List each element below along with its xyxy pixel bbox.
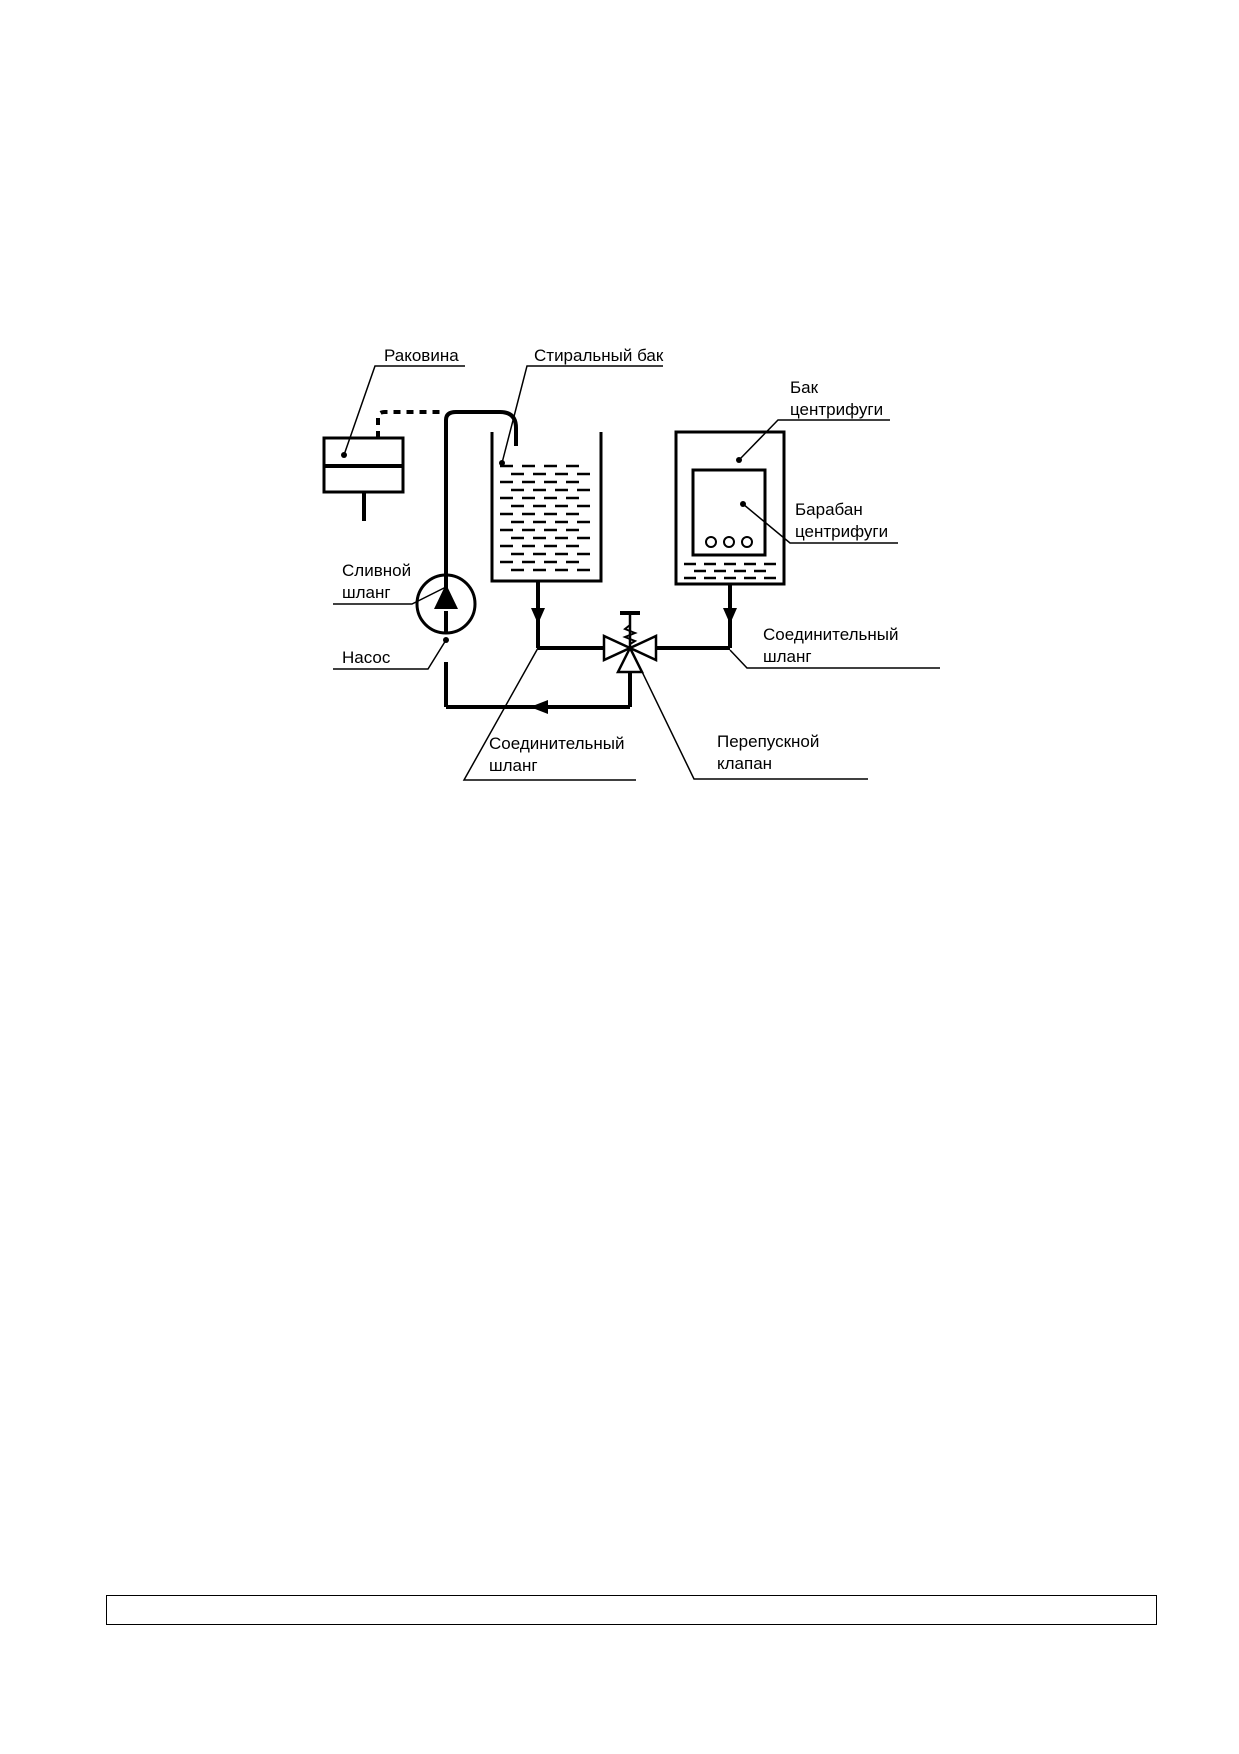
label-bypass-valve-1: Перепускной bbox=[717, 732, 819, 751]
label-spin-tank-1: Бак bbox=[790, 378, 819, 397]
label-sink: Раковина bbox=[384, 346, 459, 365]
label-bypass-valve-2: клапан bbox=[717, 754, 772, 773]
drain-hose bbox=[444, 410, 518, 707]
sink-connection-dashed bbox=[376, 410, 440, 438]
wash-tank bbox=[490, 432, 603, 583]
label-drain-hose-2: шланг bbox=[342, 583, 391, 602]
pump bbox=[415, 573, 477, 643]
label-connect-hose-right-2: шланг bbox=[763, 647, 812, 666]
label-drain-hose-1: Сливной bbox=[342, 561, 411, 580]
sink bbox=[322, 436, 405, 521]
wash-tank-water bbox=[500, 464, 590, 572]
label-connect-hose-left-2: шланг bbox=[489, 756, 538, 775]
label-spin-tank-2: центрифуги bbox=[790, 400, 883, 419]
leader-lines bbox=[333, 365, 940, 781]
label-wash-tank: Стиральный бак bbox=[534, 346, 664, 365]
bypass-valve bbox=[602, 611, 658, 707]
return-pipe bbox=[446, 700, 630, 714]
wash-tank-outlet-pipe bbox=[531, 581, 604, 650]
spin-tank-water bbox=[684, 562, 776, 580]
spin-tank-outlet-pipe bbox=[656, 584, 737, 650]
label-spin-drum-1: Барабан bbox=[795, 500, 863, 519]
label-connect-hose-right-1: Соединительный bbox=[763, 625, 898, 644]
label-pump: Насос bbox=[342, 648, 391, 667]
footer-box bbox=[106, 1595, 1157, 1625]
label-spin-drum-2: центрифуги bbox=[795, 522, 888, 541]
spin-drum bbox=[691, 468, 767, 557]
label-connect-hose-left-1: Соединительный bbox=[489, 734, 624, 753]
